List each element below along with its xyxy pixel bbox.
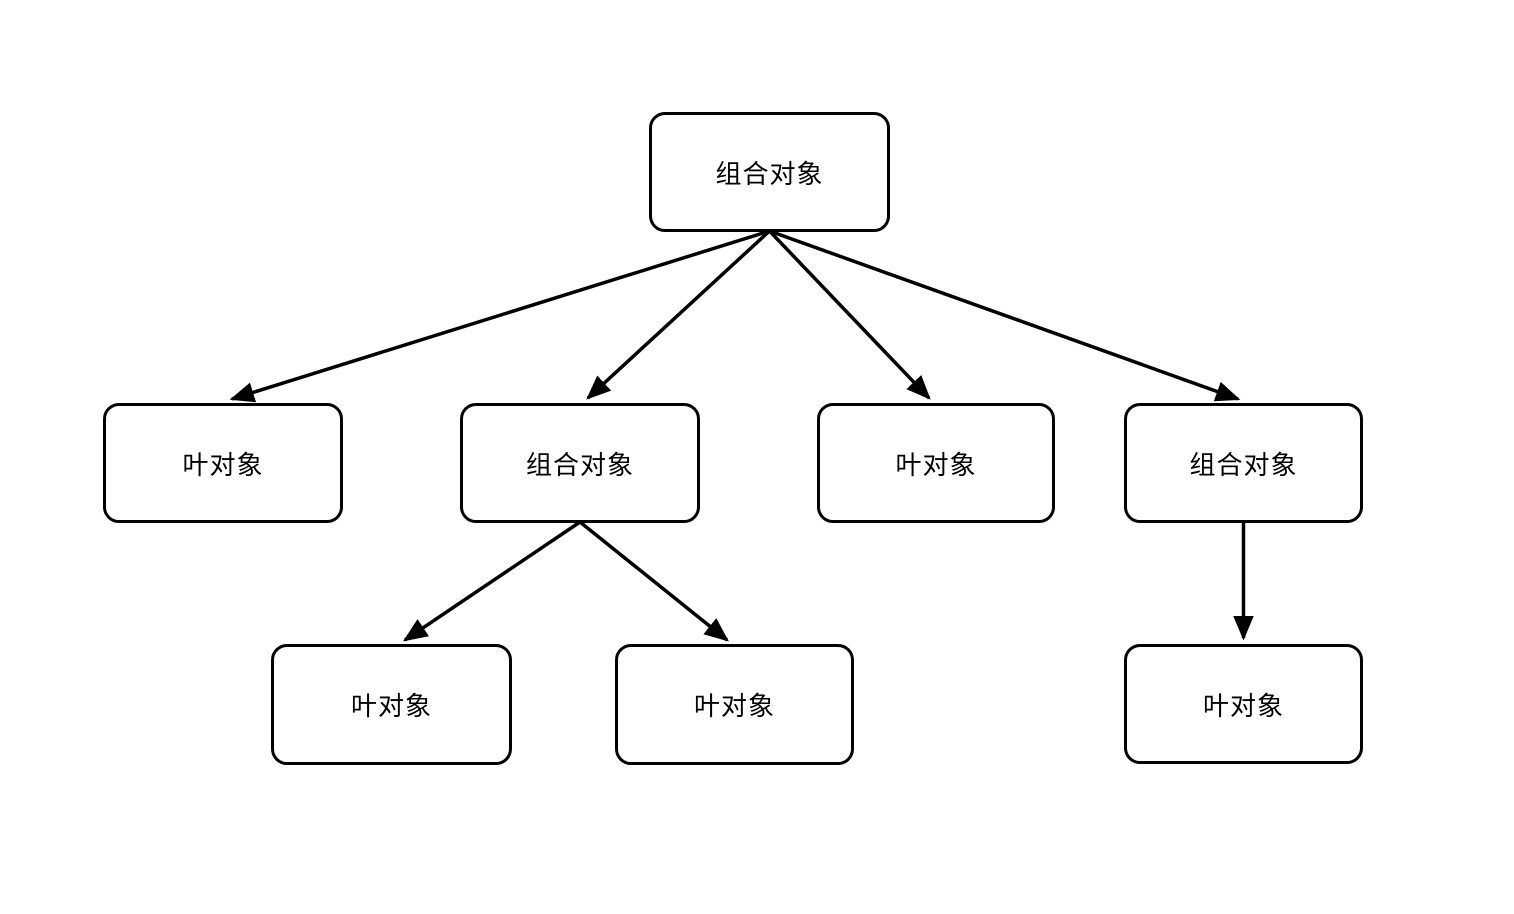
node-composite-3[interactable]: 组合对象 xyxy=(1124,403,1363,523)
edge-composite-2-to-leaf-3 xyxy=(402,520,581,642)
node-label: 叶对象 xyxy=(182,449,264,480)
node-composite-root[interactable]: 组合对象 xyxy=(649,112,890,232)
node-leaf-1[interactable]: 叶对象 xyxy=(103,403,343,523)
edge-composite-2-to-leaf-4 xyxy=(578,520,729,642)
node-label: 叶对象 xyxy=(350,691,432,721)
node-label: 组合对象 xyxy=(715,158,824,189)
edge-root-to-leaf-2 xyxy=(768,229,931,400)
edge-root-to-composite-3 xyxy=(768,229,1241,402)
edge-root-to-composite-2 xyxy=(586,229,771,400)
node-label: 组合对象 xyxy=(525,449,634,480)
node-label: 叶对象 xyxy=(1202,690,1284,721)
node-leaf-3[interactable]: 叶对象 xyxy=(271,644,512,765)
node-label: 叶对象 xyxy=(895,449,977,480)
node-leaf-2[interactable]: 叶对象 xyxy=(817,403,1055,523)
node-label: 组合对象 xyxy=(1189,449,1298,480)
node-leaf-4[interactable]: 叶对象 xyxy=(615,644,854,765)
node-leaf-5[interactable]: 叶对象 xyxy=(1124,644,1363,764)
node-composite-2[interactable]: 组合对象 xyxy=(460,403,700,523)
edge-root-to-leaf-1 xyxy=(229,229,771,403)
node-label: 叶对象 xyxy=(693,691,775,721)
